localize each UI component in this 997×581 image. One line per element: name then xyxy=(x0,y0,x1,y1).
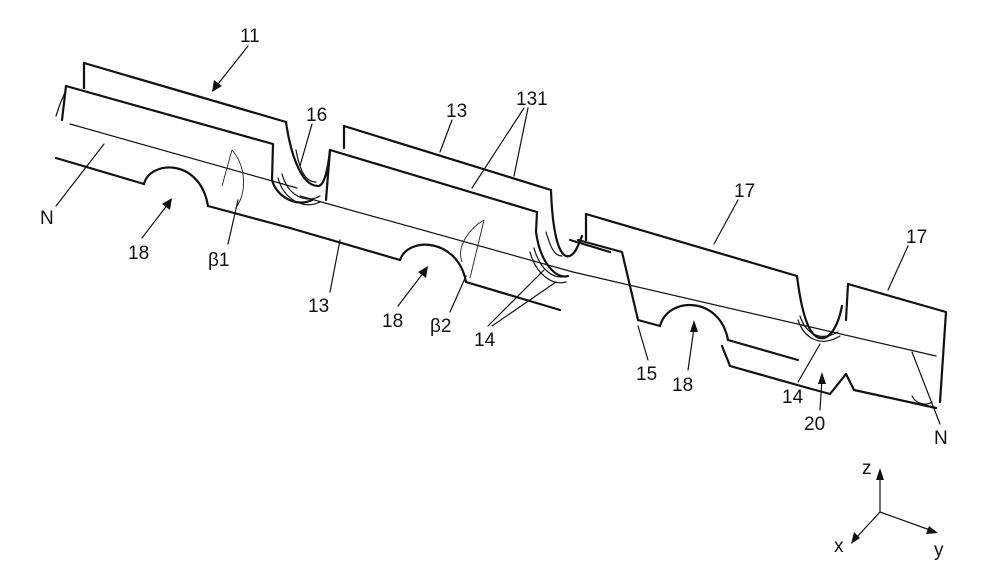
segment-3 xyxy=(570,214,946,408)
label-beta2: β2 xyxy=(430,316,452,337)
label-17-a: 17 xyxy=(734,181,755,202)
label-N-right: N xyxy=(934,428,948,449)
label-14-a: 14 xyxy=(474,330,496,351)
label-N-left: N xyxy=(40,208,54,229)
axis-label-z: z xyxy=(862,458,872,479)
y-axis xyxy=(880,512,930,530)
label-131: 131 xyxy=(516,89,548,110)
label-beta1: β1 xyxy=(208,250,230,271)
label-20: 20 xyxy=(804,414,825,435)
label-17-b: 17 xyxy=(906,227,927,248)
x-axis xyxy=(856,512,880,538)
label-18-b: 18 xyxy=(382,311,403,332)
axis-label-x: x xyxy=(834,536,844,557)
label-15: 15 xyxy=(636,364,657,385)
label-11: 11 xyxy=(240,26,260,47)
label-14-b: 14 xyxy=(782,387,804,408)
axis-label-y: y xyxy=(934,540,944,561)
leader-lines xyxy=(56,46,940,424)
coordinate-axes: z x y xyxy=(834,458,944,561)
segment-2 xyxy=(290,126,582,310)
label-18-c: 18 xyxy=(672,375,693,396)
label-13-mid: 13 xyxy=(308,296,329,317)
label-13-top: 13 xyxy=(446,101,467,122)
label-16: 16 xyxy=(306,105,327,126)
label-18-a: 18 xyxy=(128,243,149,264)
segment-1 xyxy=(56,63,330,228)
